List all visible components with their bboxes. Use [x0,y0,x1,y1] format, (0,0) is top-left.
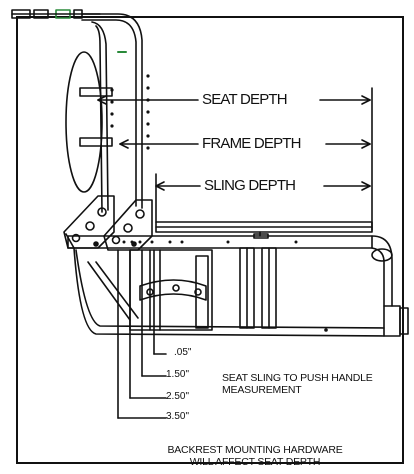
sling-depth-dimension [155,181,371,191]
tube-holes [110,74,150,150]
cross-brace [239,247,277,329]
offset-value: 3.50" [166,411,190,422]
front-frame [371,235,409,337]
note-line: SEAT SLING TO PUSH HANDLE [222,372,373,384]
extension-lines [155,87,373,231]
offset-value: 1.50" [166,369,190,380]
offset-leaders [117,249,167,419]
axle-plate [129,249,328,332]
note-line: BACKREST MOUNTING HARDWARE [167,444,343,456]
drawing-border [16,16,404,464]
top-clamp [11,9,101,19]
offset-value: 2.50" [166,391,190,402]
offset-value: .05" [174,347,192,358]
note-line: WILL AFFECT SEAT DEPTH [189,456,321,469]
frame-depth-label: FRAME DEPTH [200,135,303,152]
rail-holes [122,240,298,244]
backrest-straps [79,87,113,147]
push-handle-tubes [81,13,143,213]
sling-depth-label: SLING DEPTH [202,177,298,194]
note-line: MEASUREMENT [222,384,302,397]
sling-to-handle-note: SEAT SLING TO PUSH HANDLE MEASUREMENT [222,372,373,396]
seat-depth-label: SEAT DEPTH [200,91,289,108]
seat-depth-dimension [97,95,371,105]
frame-depth-dimension [119,139,371,149]
hardware-note: BACKREST MOUNTING HARDWARE WILL AFFECT S… [150,444,360,468]
backrest-oval [65,51,103,193]
rear-leg [65,233,385,337]
